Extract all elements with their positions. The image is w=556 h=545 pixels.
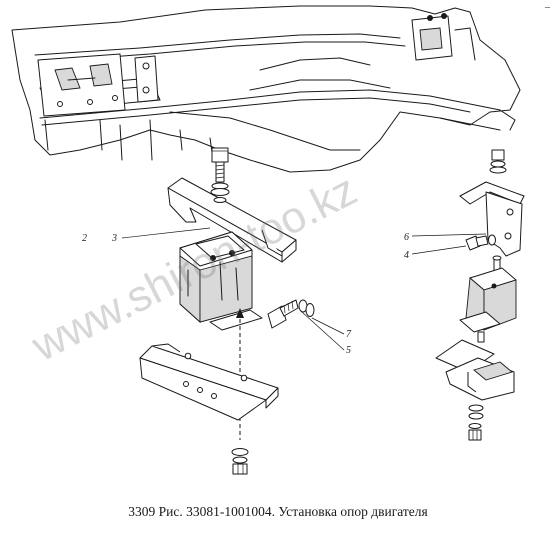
callout-2: 2 <box>82 233 87 244</box>
callout-5: 5 <box>346 345 351 356</box>
leader-7 <box>311 317 345 335</box>
leader-4 <box>411 245 467 255</box>
leader-5 <box>301 311 345 351</box>
upper-bracket <box>167 177 297 263</box>
callout-6: 6 <box>404 232 409 243</box>
frame-assembly <box>11 5 521 173</box>
callout-4: 4 <box>404 250 409 261</box>
corner-mark: – <box>544 2 551 13</box>
callout-7: 7 <box>346 329 352 340</box>
right-mount-assembly <box>435 149 525 441</box>
side-bolt <box>267 299 315 329</box>
figure-caption: 3309 Рис. 33081-1001004. Установка опор … <box>128 504 428 519</box>
lower-bracket <box>139 343 279 421</box>
leader-6 <box>411 233 487 237</box>
callouts: 2 3 6 4 7 5 – <box>82 2 551 356</box>
center-mount-assembly <box>139 147 315 475</box>
bottom-fasteners <box>231 448 249 475</box>
rubber-cushion <box>179 231 263 331</box>
leader-3 <box>121 227 211 239</box>
callout-3: 3 <box>111 233 117 244</box>
top-bolt <box>210 147 230 196</box>
